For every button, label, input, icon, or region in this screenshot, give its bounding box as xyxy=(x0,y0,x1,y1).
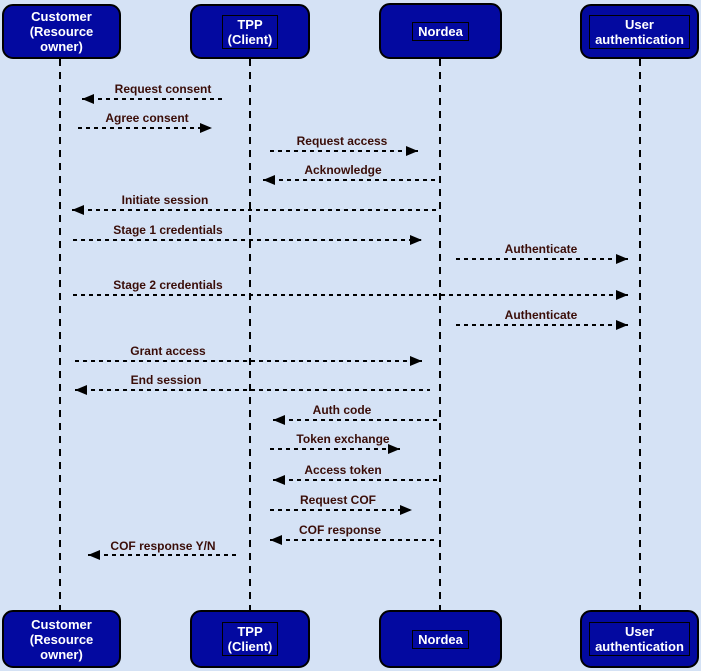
message-label: Request COF xyxy=(299,493,377,507)
message-line xyxy=(270,448,400,450)
actor-label-nordea: Nordea xyxy=(412,21,469,41)
message-line xyxy=(75,360,422,362)
message-line xyxy=(73,239,422,241)
message-line xyxy=(82,98,222,100)
arrowhead-left-icon xyxy=(75,385,87,395)
actor-box-tpp-bottom: TPP (Client) xyxy=(190,610,310,668)
arrowhead-right-icon xyxy=(388,444,400,454)
message-label: Grant access xyxy=(130,344,206,358)
actor-label-tpp: TPP (Client) xyxy=(221,622,279,656)
actor-label-nordea: Nordea xyxy=(412,629,469,649)
message-line xyxy=(273,479,438,481)
arrowhead-right-icon xyxy=(410,356,422,366)
arrowhead-left-icon xyxy=(273,475,285,485)
message-line xyxy=(270,150,418,152)
message-line xyxy=(263,179,438,181)
arrowhead-right-icon xyxy=(200,123,212,133)
actor-box-tpp-top: TPP (Client) xyxy=(190,4,310,59)
message-label: Stage 1 credentials xyxy=(113,223,223,237)
arrowhead-right-icon xyxy=(410,235,422,245)
actor-box-user-authentication-bottom: User authentication xyxy=(580,610,699,668)
arrowhead-right-icon xyxy=(406,146,418,156)
lifeline-tpp xyxy=(249,59,251,610)
message-label: Agree consent xyxy=(105,111,189,125)
arrowhead-right-icon xyxy=(616,320,628,330)
message-line xyxy=(270,509,412,511)
message-label: Stage 2 credentials xyxy=(113,278,223,292)
arrowhead-right-icon xyxy=(400,505,412,515)
message-label: Authenticate xyxy=(504,308,578,322)
message-line xyxy=(270,539,438,541)
message-label: Access token xyxy=(304,463,382,477)
arrowhead-left-icon xyxy=(270,535,282,545)
message-label: End session xyxy=(130,373,202,387)
message-line xyxy=(456,324,628,326)
message-line xyxy=(75,389,430,391)
arrowhead-right-icon xyxy=(616,254,628,264)
lifeline-customer xyxy=(59,59,61,610)
actor-label-customer: Customer (Resource owner) xyxy=(29,9,94,54)
message-line xyxy=(72,209,440,211)
actor-label-customer: Customer (Resource owner) xyxy=(29,616,94,662)
lifeline-user-authentication xyxy=(639,59,641,610)
message-line xyxy=(456,258,628,260)
message-label: Request access xyxy=(296,134,388,148)
arrowhead-left-icon xyxy=(263,175,275,185)
actor-box-customer-top: Customer (Resource owner) xyxy=(2,4,121,59)
message-line xyxy=(73,294,628,296)
message-label: Request consent xyxy=(114,82,212,96)
arrowhead-left-icon xyxy=(273,415,285,425)
actor-box-nordea-bottom: Nordea xyxy=(379,610,502,668)
message-line xyxy=(273,419,438,421)
arrowhead-left-icon xyxy=(82,94,94,104)
message-line xyxy=(78,127,212,129)
message-label: Authenticate xyxy=(504,242,578,256)
actor-label-tpp: TPP (Client) xyxy=(221,14,279,49)
actor-box-nordea-top: Nordea xyxy=(379,3,502,59)
arrowhead-right-icon xyxy=(616,290,628,300)
message-label: Token exchange xyxy=(296,432,390,446)
lifeline-nordea xyxy=(439,59,441,610)
message-label: COF response Y/N xyxy=(110,539,216,553)
actor-box-user-authentication-top: User authentication xyxy=(580,4,699,59)
arrowhead-left-icon xyxy=(88,550,100,560)
arrowhead-left-icon xyxy=(72,205,84,215)
message-label: Initiate session xyxy=(121,193,209,207)
actor-box-customer-bottom: Customer (Resource owner) xyxy=(2,610,121,668)
actor-label-user-authentication: User authentication xyxy=(589,14,690,49)
message-label: Auth code xyxy=(312,403,372,417)
message-label: Acknowledge xyxy=(304,163,382,177)
message-label: COF response xyxy=(298,523,382,537)
actor-label-user-authentication: User authentication xyxy=(589,622,690,656)
message-line xyxy=(88,554,238,556)
